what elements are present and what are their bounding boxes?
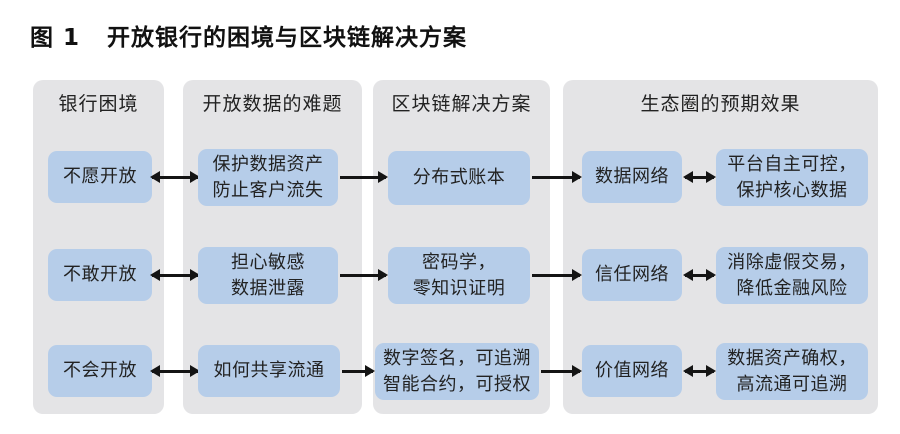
dilemma-box-row3: 不会开放 [48,345,152,397]
forward-arrow-challenge-solution-row1 [340,175,386,179]
column-header-blockchain-solution: 区块链解决方案 [391,93,532,115]
forward-arrow-solution-network-row3 [541,369,580,373]
network-box-row2: 信任网络 [582,249,682,301]
column-header-open-data-challenge: 开放数据的难题 [202,93,343,115]
bidirectional-arrow-network-effect-row2 [685,273,714,277]
challenge-box-row3: 如何共享流通 [198,345,340,397]
solution-box-row2: 密码学， 零知识证明 [388,247,530,304]
column-header-bank-dilemma: 银行困境 [58,93,139,115]
solution-box-row1: 分布式账本 [388,151,530,205]
challenge-box-row1: 保护数据资产 防止客户流失 [198,149,338,206]
column-header-ecosystem-effect: 生态圈的预期效果 [640,93,801,115]
effect-box-row2: 消除虚假交易， 降低金融风险 [716,247,868,304]
network-box-row1: 数据网络 [582,151,682,203]
effect-box-row3: 数据资产确权， 高流通可追溯 [716,343,868,400]
network-box-row3: 价值网络 [582,345,682,397]
bidirectional-arrow-dilemma-challenge-row1 [152,175,198,179]
effect-box-row1: 平台自主可控， 保护核心数据 [716,149,868,206]
figure-title: 图 1 开放银行的困境与区块链解决方案 [30,25,468,51]
bidirectional-arrow-network-effect-row3 [685,369,714,373]
forward-arrow-solution-network-row2 [532,273,580,277]
dilemma-box-row1: 不愿开放 [48,151,152,203]
forward-arrow-solution-network-row1 [532,175,580,179]
dilemma-box-row2: 不敢开放 [48,249,152,301]
solution-box-row3: 数字签名，可追溯 智能合约，可授权 [375,343,539,400]
bidirectional-arrow-dilemma-challenge-row3 [152,369,198,373]
forward-arrow-challenge-solution-row3 [342,369,373,373]
bidirectional-arrow-network-effect-row1 [685,175,714,179]
forward-arrow-challenge-solution-row2 [340,273,386,277]
bidirectional-arrow-dilemma-challenge-row2 [152,273,198,277]
challenge-box-row2: 担心敏感 数据泄露 [198,247,338,304]
